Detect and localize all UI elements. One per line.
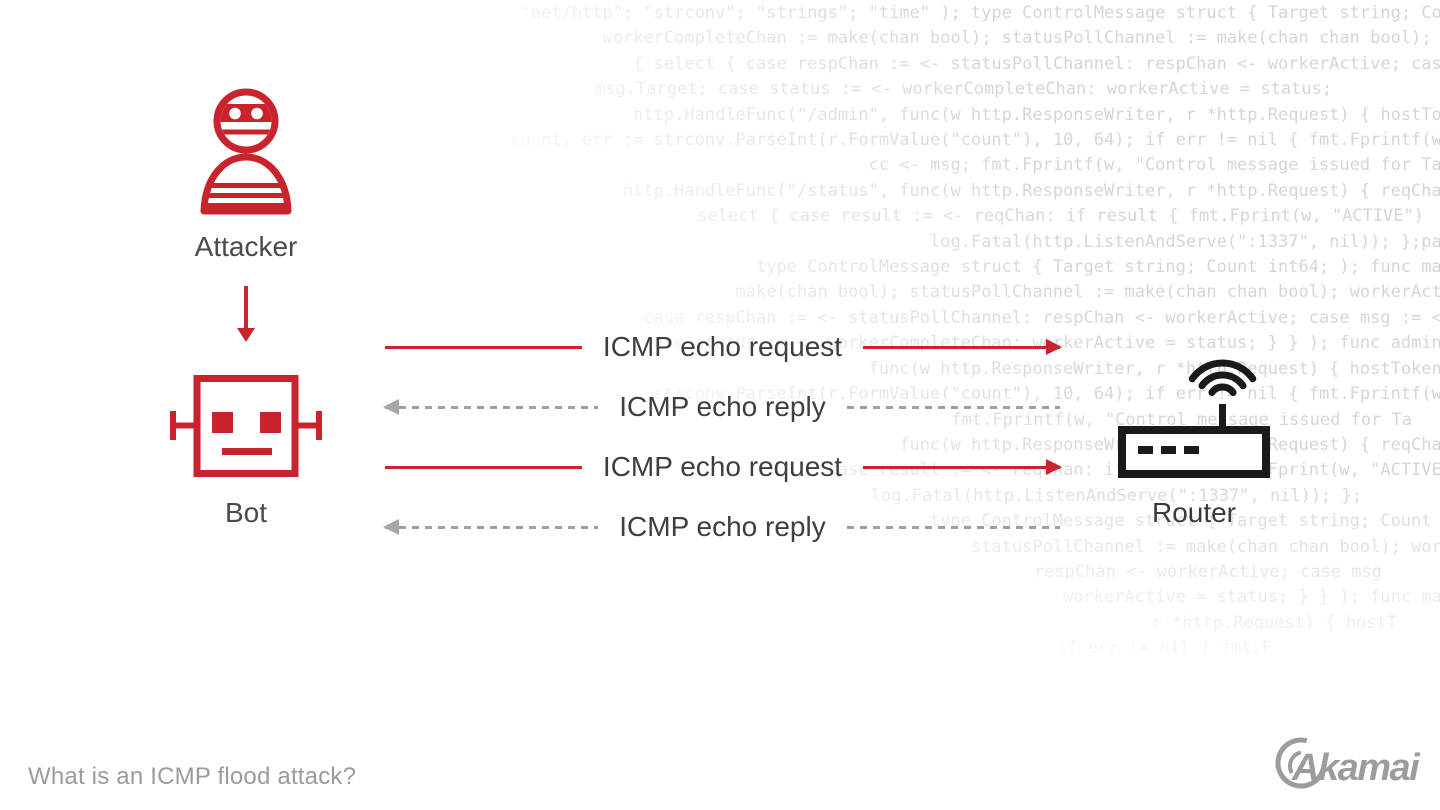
router-label: Router: [1151, 497, 1237, 528]
bot-icon: [170, 375, 322, 477]
attacker-to-bot-arrow-icon: [237, 286, 255, 342]
message-arrow-left-segment: [385, 405, 599, 409]
message-label: ICMP echo reply: [619, 391, 826, 422]
bot-label: Bot: [224, 497, 268, 528]
message-label: ICMP echo request: [602, 451, 843, 482]
akamai-inner-arc-icon: [1288, 749, 1320, 782]
attacker-icon: [200, 88, 292, 215]
arrow-stem: [244, 286, 248, 328]
akamai-logo-text: Akamai: [1291, 747, 1421, 789]
message-arrow-left-segment: [385, 465, 582, 469]
attacker-label: Attacker: [194, 231, 298, 262]
message-label: ICMP echo reply: [619, 511, 826, 542]
message-label: ICMP echo request: [602, 331, 843, 362]
arrow-head: [237, 328, 255, 342]
message-arrow-right-segment: [863, 465, 1061, 469]
message-flows: ICMP echo request ICMP echo reply ICMP e…: [385, 317, 1061, 557]
message-row: ICMP echo request: [385, 437, 1061, 497]
router-icon: [1118, 359, 1270, 478]
message-row: ICMP echo reply: [385, 497, 1060, 557]
message-row: ICMP echo reply: [385, 377, 1060, 437]
message-row: ICMP echo request: [385, 317, 1061, 377]
message-arrow-right-segment: [846, 405, 1060, 409]
akamai-logo: Akamai: [1275, 737, 1423, 789]
message-arrow-right-segment: [846, 525, 1060, 529]
caption: What is an ICMP flood attack?: [28, 763, 357, 790]
message-arrow-left-segment: [385, 525, 599, 529]
message-arrow-left-segment: [385, 345, 582, 349]
message-arrow-right-segment: [863, 345, 1061, 349]
